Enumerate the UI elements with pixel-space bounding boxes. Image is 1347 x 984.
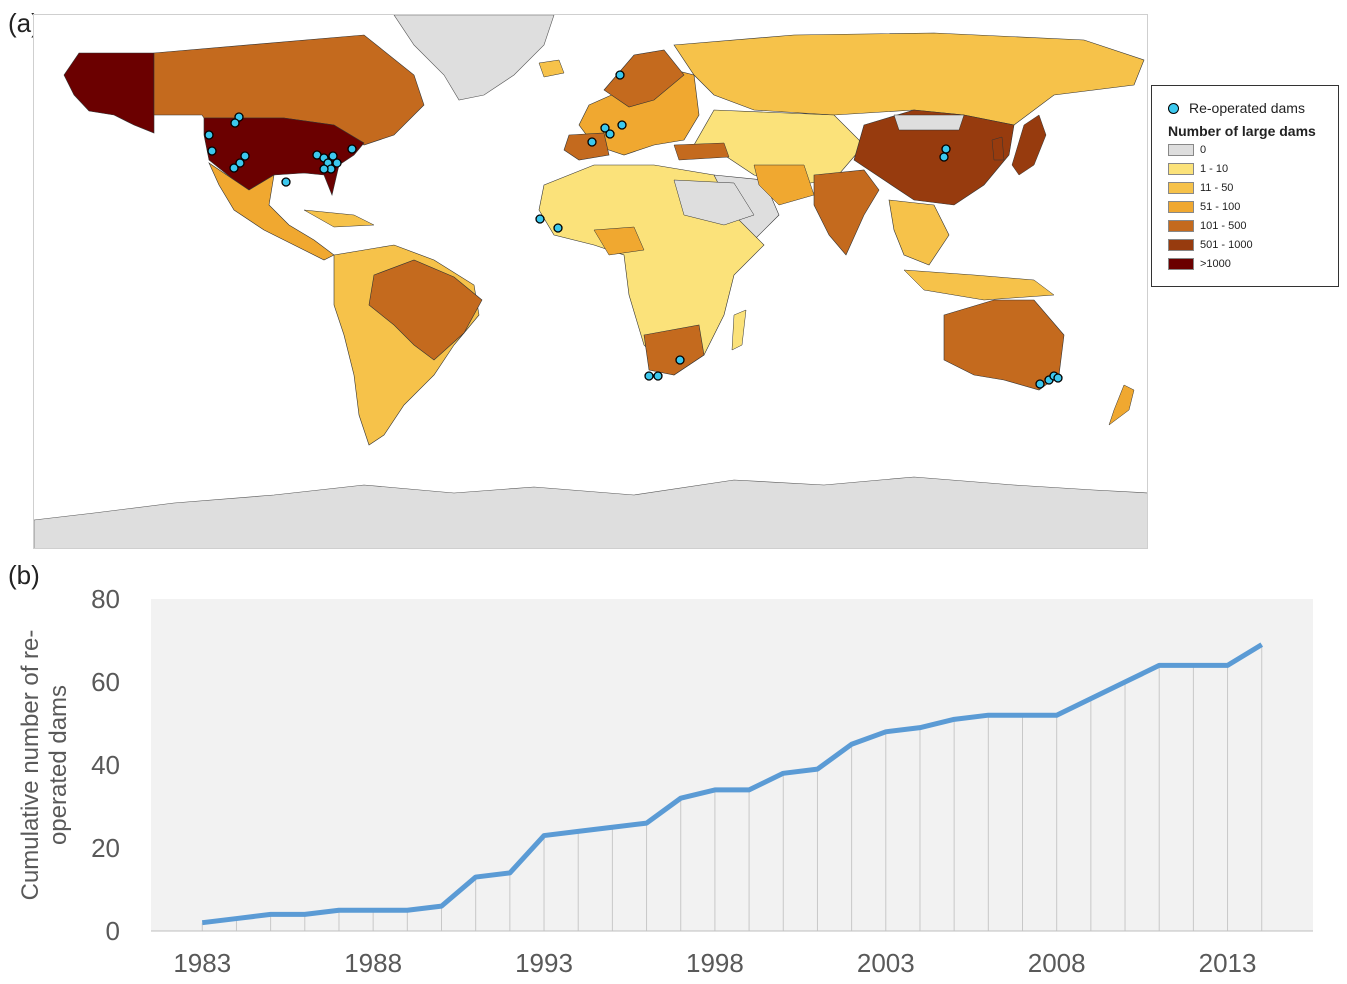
x-tick-label: 1988 [344,948,402,978]
map-legend: Re-operated dams Number of large dams 0 … [1151,85,1339,287]
dam-marker [587,137,597,147]
dam-marker [535,214,545,224]
world-map-canvas [34,15,1147,548]
dam-marker [941,144,951,154]
vertical-gridlines [201,644,1263,931]
legend-class-3: 51 - 100 [1168,200,1240,214]
dam-marker [939,152,949,162]
legend-swatch [1168,201,1194,213]
plot-area [151,599,1313,931]
x-tick-label: 1983 [173,948,231,978]
dam-marker [1053,373,1063,383]
region-china [853,109,1015,206]
dam-marker [600,123,610,133]
x-tick-label: 1998 [686,948,744,978]
x-tick-label: 1993 [515,948,573,978]
dam-marker [605,129,615,139]
legend-class-label: 101 - 500 [1200,220,1247,232]
region-iberia [563,132,610,161]
panel-b-label: (b) [8,560,40,590]
legend-class-0: 0 [1168,143,1206,157]
legend-class-label: 501 - 1000 [1200,239,1253,251]
dam-marker [319,164,329,174]
y-tick-label: 0 [106,916,120,946]
region-indonesia [903,269,1055,301]
dam-marker [653,371,663,381]
world-map [33,14,1148,549]
region-scandinavia [603,49,685,108]
legend-swatch [1168,163,1194,175]
legend-swatch [1168,182,1194,194]
region-greenland [393,15,555,101]
dam-marker [328,151,338,161]
region-japan [1011,114,1047,176]
region-india [813,169,880,256]
y-tick-labels: 0 20 40 60 80 [91,584,120,946]
region-west-africa [593,226,645,256]
legend-swatch [1168,220,1194,232]
dam-marker [235,158,245,168]
region-iceland [538,59,565,78]
region-iran [753,164,815,206]
series-line [201,642,1264,926]
y-tick-label: 20 [91,833,120,863]
legend-class-label: 1 - 10 [1200,163,1229,175]
region-alaska [63,52,155,134]
region-madagascar [731,309,747,351]
dam-marker [230,118,240,128]
x-tick-label: 2013 [1199,948,1257,978]
dam-marker [207,146,217,156]
legend-class-label: 11 - 50 [1200,182,1234,194]
legend-class-5: 501 - 1000 [1168,238,1253,252]
region-caribbean [303,209,375,228]
dam-marker [204,130,214,140]
x-tick-labels: 1983 1988 1993 1998 2003 2008 2013 [173,948,1256,978]
dam-marker [553,223,563,233]
dam-marker [240,151,250,161]
dam-marker-icon [1168,102,1179,114]
dam-marker [229,163,239,173]
x-tick-label: 2003 [857,948,915,978]
region-south-africa [643,324,705,376]
legend-dams-entry: Re-operated dams [1168,100,1305,116]
dam-marker [281,177,291,187]
y-axis-label: Cumulative number of re-operated dams [17,630,72,901]
region-mongolia [893,114,965,131]
region-new-zealand [1108,384,1135,426]
dam-marker [615,70,625,80]
dam-marker [347,144,357,154]
legend-dams-label: Re-operated dams [1189,100,1305,116]
dam-marker [1035,379,1045,389]
legend-class-label: 0 [1200,144,1207,156]
legend-swatch [1168,258,1194,270]
dam-marker [617,120,627,130]
region-korea [991,136,1005,161]
x-tick-label: 2008 [1028,948,1086,978]
legend-title: Number of large dams [1168,123,1316,139]
region-sahara [673,179,755,226]
legend-class-4: 101 - 500 [1168,219,1246,233]
cumulative-dams-chart: 0 20 40 60 80 1983 1988 1993 1998 2003 2008 2013 C… [17,584,1313,978]
dam-marker [644,371,654,381]
dam-markers [204,70,1063,389]
region-se-asia [888,199,950,266]
legend-class-label: >1000 [1200,258,1231,270]
legend-swatch [1168,239,1194,251]
dam-marker [332,158,342,168]
legend-class-2: 11 - 50 [1168,181,1233,195]
y-tick-label: 80 [91,584,120,614]
y-tick-label: 60 [91,667,120,697]
dam-marker [675,355,685,365]
region-turkey [673,142,730,161]
region-antarctica [34,476,1147,548]
legend-class-1: 1 - 10 [1168,162,1228,176]
region-usa [203,117,365,196]
y-tick-label: 40 [91,750,120,780]
legend-class-label: 51 - 100 [1200,201,1241,213]
region-brazil [368,259,483,361]
legend-swatch [1168,144,1194,156]
legend-class-6: >1000 [1168,257,1231,271]
